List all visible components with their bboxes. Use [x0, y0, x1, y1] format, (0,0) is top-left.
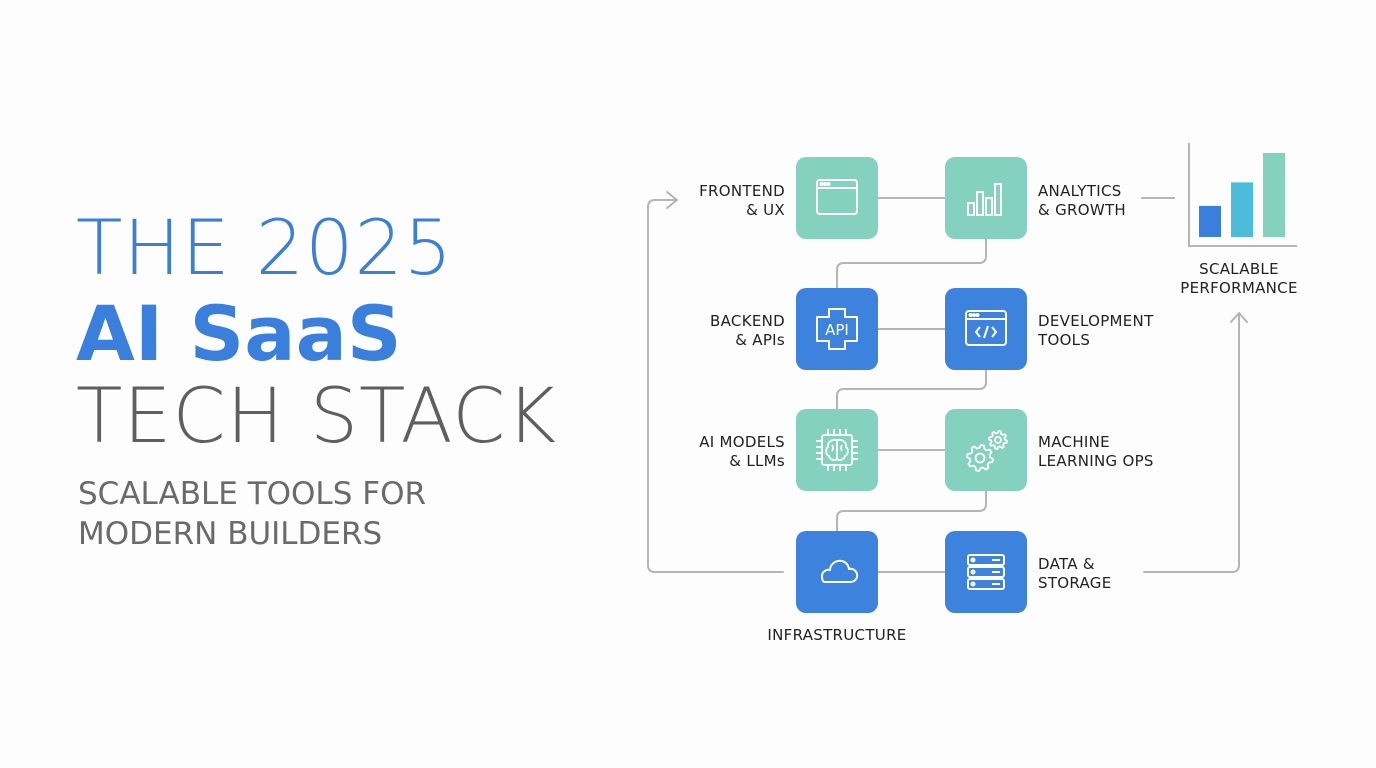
performance-chart — [1188, 143, 1297, 247]
connector-mlops-infra — [836, 490, 987, 532]
node-devtools[interactable] — [945, 288, 1027, 370]
label-data-line1: DATA & — [1038, 555, 1095, 573]
bar-chart-icon — [967, 183, 1002, 216]
title-line-ai-saas: AI SaaS — [76, 289, 402, 378]
label-mlops: MACHINE LEARNING OPS — [1038, 433, 1154, 471]
performance-bar-3 — [1263, 153, 1285, 237]
server-icon — [967, 554, 1005, 590]
label-performance-line1: SCALABLE — [1199, 260, 1279, 278]
subtitle-line-1: SCALABLE TOOLS FOR — [78, 476, 427, 512]
subtitle-line-2: MODERN BUILDERS — [78, 516, 383, 552]
svg-text:API: API — [825, 321, 849, 339]
label-ai-models: AI MODELS & LLMs — [699, 433, 785, 471]
performance-bar-2 — [1231, 182, 1253, 237]
api-icon: API — [816, 308, 858, 350]
label-backend-line2: & APIs — [735, 331, 785, 349]
label-analytics: ANALYTICS & GROWTH — [1038, 182, 1126, 220]
code-window-icon — [965, 310, 1007, 346]
connector-analytics-backend — [836, 238, 987, 289]
node-backend[interactable]: API — [796, 288, 878, 370]
label-devtools-line1: DEVELOPMENT — [1038, 312, 1154, 330]
label-devtools: DEVELOPMENT TOOLS — [1038, 312, 1154, 350]
label-frontend-line2: & UX — [746, 201, 785, 219]
gears-icon — [966, 430, 1008, 472]
label-devtools-line2: TOOLS — [1038, 331, 1091, 349]
performance-bar-1 — [1199, 205, 1221, 237]
browser-window-icon — [816, 179, 858, 215]
label-performance: SCALABLE PERFORMANCE — [1164, 260, 1314, 298]
node-ai-models[interactable] — [796, 409, 878, 491]
label-analytics-line2: & GROWTH — [1038, 201, 1126, 219]
label-ai-models-line2: & LLMs — [729, 452, 785, 470]
label-ai-models-line1: AI MODELS — [699, 433, 785, 451]
arrow-head-performance — [1230, 312, 1248, 323]
label-data-line2: STORAGE — [1038, 574, 1112, 592]
node-mlops[interactable] — [945, 409, 1027, 491]
label-backend: BACKEND & APIs — [710, 312, 785, 350]
label-frontend-line1: FRONTEND — [699, 182, 785, 200]
title-line-tech-stack: TECH STACK — [76, 371, 558, 460]
connector-data-performance — [1143, 313, 1240, 573]
node-analytics[interactable] — [945, 157, 1027, 239]
performance-chart-axes — [1188, 143, 1297, 247]
title-line-year: THE 2025 — [76, 203, 454, 292]
label-data: DATA & STORAGE — [1038, 555, 1112, 593]
brain-chip-icon — [816, 429, 858, 471]
label-mlops-line2: LEARNING OPS — [1038, 452, 1154, 470]
label-backend-line1: BACKEND — [710, 312, 785, 330]
node-frontend[interactable] — [796, 157, 878, 239]
connector-infra-loop-to-frontend — [647, 199, 784, 573]
label-performance-line2: PERFORMANCE — [1180, 279, 1298, 297]
cloud-icon — [821, 559, 859, 583]
node-data[interactable] — [945, 531, 1027, 613]
arrow-head-frontend — [666, 191, 678, 209]
label-frontend: FRONTEND & UX — [699, 182, 785, 220]
label-mlops-line1: MACHINE — [1038, 433, 1110, 451]
label-infrastructure: INFRASTRUCTURE — [767, 626, 907, 644]
label-analytics-line1: ANALYTICS — [1038, 182, 1122, 200]
node-infrastructure[interactable] — [796, 531, 878, 613]
connector-devtools-ai — [836, 369, 987, 410]
